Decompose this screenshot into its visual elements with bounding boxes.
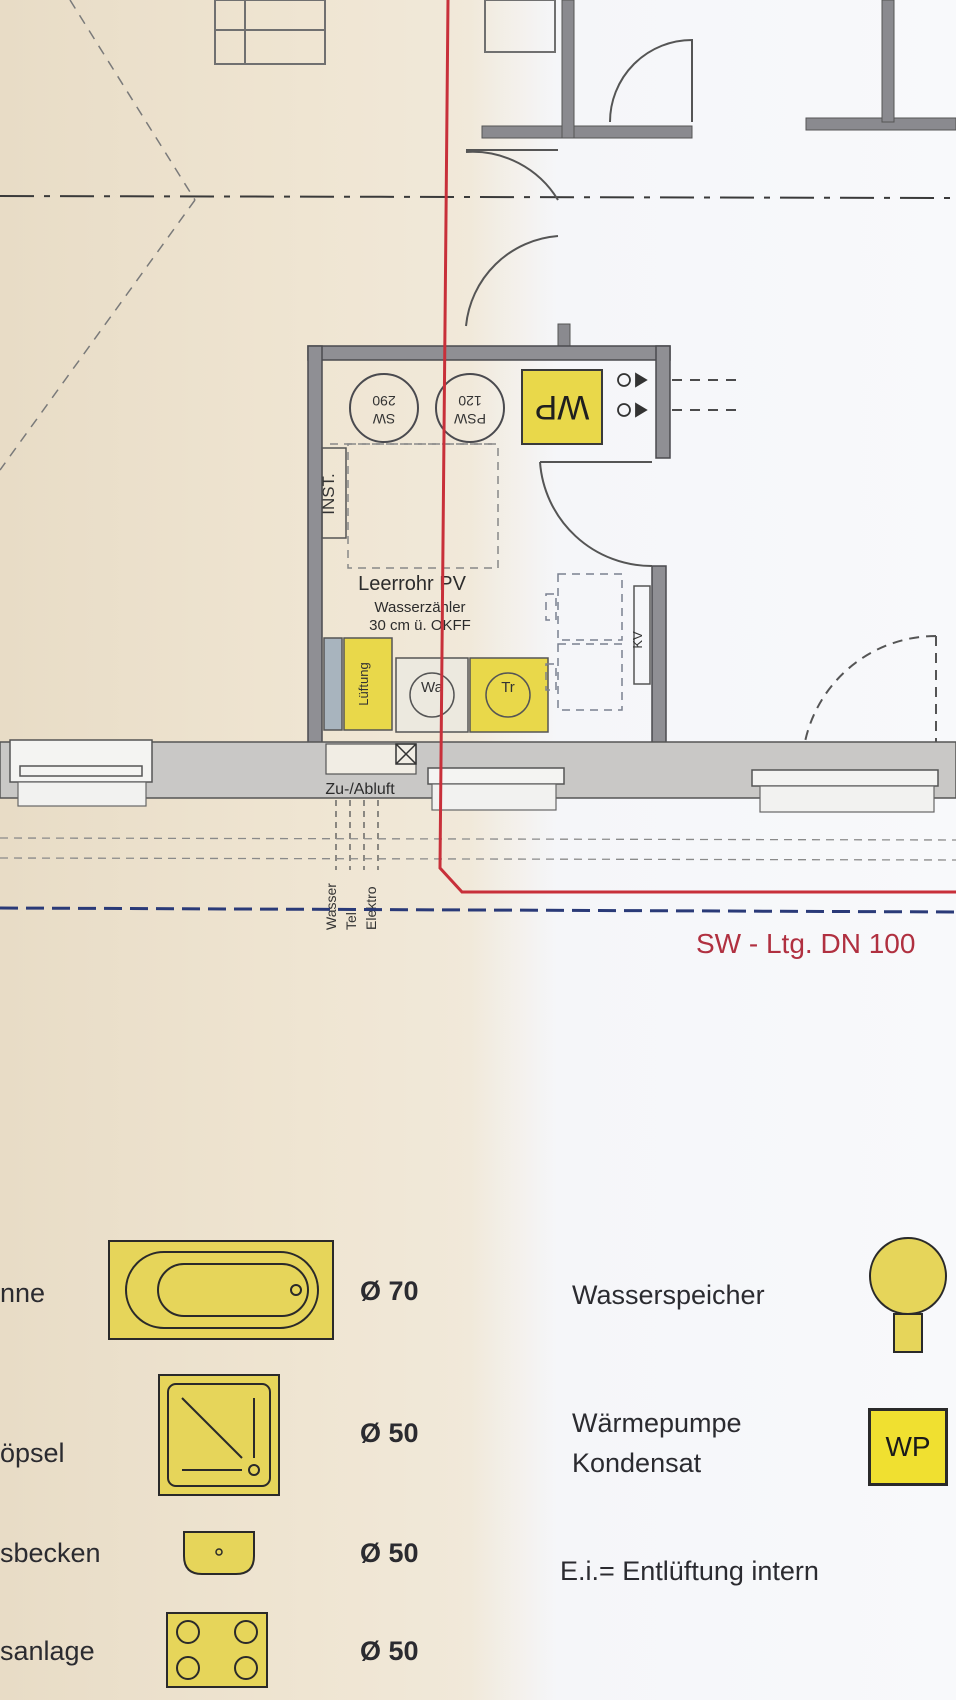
zu-abluft-label: Zu-/Abluft xyxy=(325,781,395,798)
washer: Wa xyxy=(395,657,469,733)
heatpump-label-line1: Wärmepumpe xyxy=(572,1408,742,1438)
wasser-label: Wasser xyxy=(323,883,339,930)
legend-row-2-label: öpsel xyxy=(0,1438,65,1468)
upper-walls xyxy=(481,0,956,347)
conduit-label: Leerrohr PV xyxy=(358,573,466,595)
floor-plan: SW 290 PSW 120 WP INST. Leerrohr PV Wass… xyxy=(0,0,956,930)
psw-tank: PSW 120 xyxy=(435,373,505,443)
install-zone xyxy=(347,443,499,569)
legend-row-3-label: sbecken xyxy=(0,1538,101,1568)
washer-label: Wa xyxy=(421,679,444,696)
inst-label: INST. xyxy=(319,473,338,515)
room-door-swing xyxy=(539,461,653,568)
sw-pipe-label: SW - Ltg. DN 100 xyxy=(696,928,916,959)
dryer: Tr xyxy=(469,657,549,733)
dryer-label: Tr xyxy=(501,679,515,696)
legend-row-4-label: sanlage xyxy=(0,1636,95,1666)
inst-shaft xyxy=(321,447,347,539)
gray-dashed-line-1 xyxy=(0,837,956,841)
dashed-shelves xyxy=(545,573,623,711)
gray-dashed-line-2 xyxy=(0,857,956,861)
door-swings-upper xyxy=(465,38,693,327)
blue-dashed-line xyxy=(0,906,956,914)
bathtub-icon xyxy=(108,1240,334,1340)
sw-tank: SW 290 xyxy=(349,373,419,443)
psw-tank-label: PSW xyxy=(453,411,486,427)
tel-label: Tel xyxy=(343,912,359,930)
washbasin-icon xyxy=(183,1531,255,1575)
furniture-top xyxy=(214,0,556,65)
psw-tank-volume: 120 xyxy=(458,393,482,409)
axis-line-top xyxy=(0,195,956,199)
water-storage-icon xyxy=(869,1237,947,1353)
utility-lines xyxy=(335,800,379,870)
meter-label-line2: 30 cm ü. OKFF xyxy=(369,617,471,634)
legend-row-3-diameter: Ø 50 xyxy=(360,1538,419,1568)
vent-label: Lüftung xyxy=(356,662,371,705)
sw-tank-label: SW xyxy=(372,411,395,427)
shower-tray-icon xyxy=(158,1374,280,1496)
meter-label-line1: Wasserzähler xyxy=(374,599,465,616)
storage-label: Wasserspeicher xyxy=(572,1280,765,1310)
heat-pump-label: WP xyxy=(535,388,590,426)
ei-note: E.i.= Entlüftung intern xyxy=(560,1556,819,1586)
heat-pump-symbol: WP xyxy=(868,1408,948,1486)
red-boundary-line xyxy=(438,0,956,894)
roof-lines xyxy=(0,0,196,471)
ventilation-unit: Lüftung xyxy=(323,637,393,731)
paper-shadow-left xyxy=(0,0,560,1700)
exterior-wall xyxy=(0,739,956,813)
cooktop-icon xyxy=(166,1612,268,1688)
legend-row-4-diameter: Ø 50 xyxy=(360,1636,419,1666)
kv-label: KV xyxy=(630,631,645,649)
sw-tank-volume: 290 xyxy=(372,393,396,409)
legend-row-1-diameter: Ø 70 xyxy=(360,1276,419,1306)
heatpump-label-line2: Kondensat xyxy=(572,1448,702,1478)
legend-row-1-label: nne xyxy=(0,1278,46,1308)
legend-row-2-diameter: Ø 50 xyxy=(360,1418,419,1448)
heat-pump-unit: WP xyxy=(521,369,603,445)
valves xyxy=(617,372,744,418)
kv-box xyxy=(633,585,651,685)
